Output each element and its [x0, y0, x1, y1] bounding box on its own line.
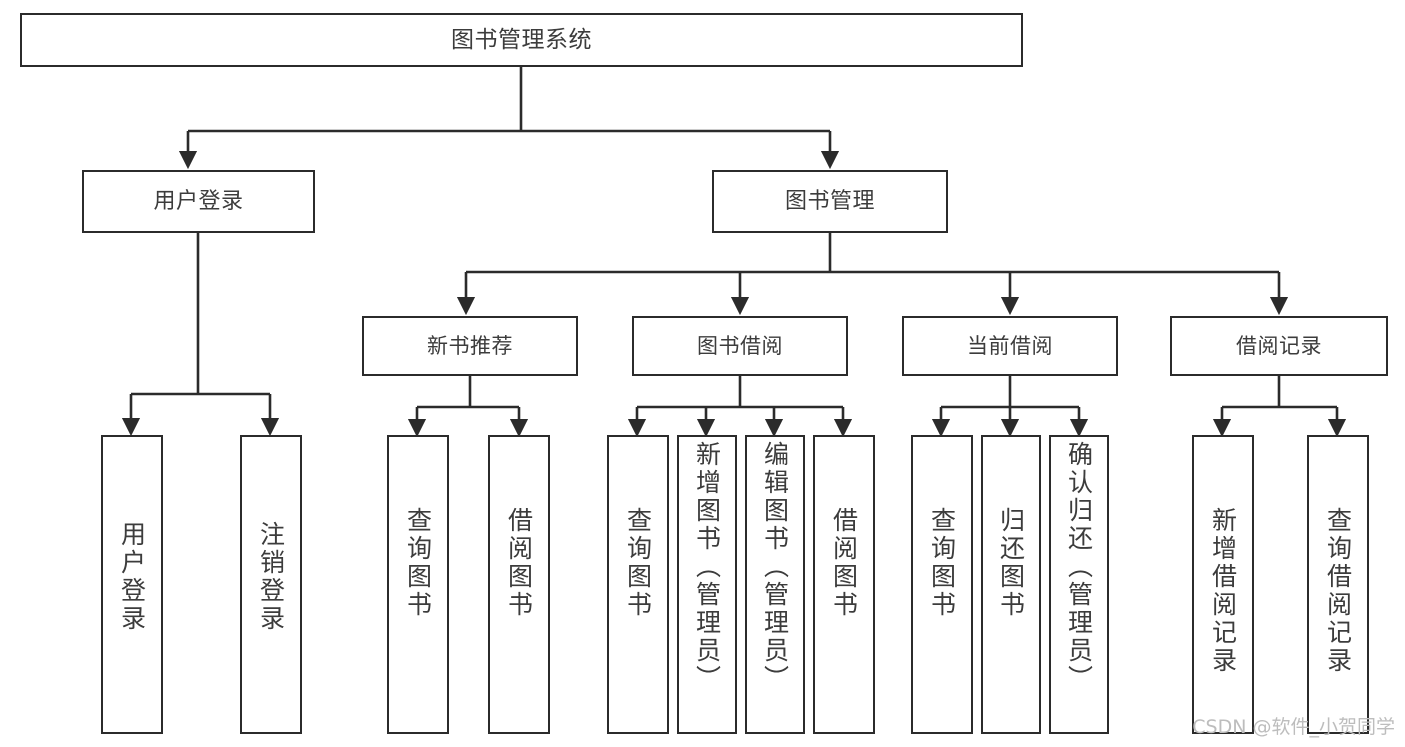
node-label: 新增图书（管理员）	[692, 441, 722, 693]
node-label: 借阅记录	[1236, 333, 1322, 358]
node-label: 用户登录	[153, 188, 244, 214]
node-label: 归还图书	[996, 507, 1026, 619]
node-current-borrow[interactable]: 当前借阅	[902, 316, 1118, 376]
leaf-query-borrow-record[interactable]: 查询借阅记录	[1307, 435, 1369, 734]
leaf-user-login[interactable]: 用户登录	[101, 435, 163, 734]
node-label: 图书管理系统	[451, 26, 592, 53]
node-label: 查询借阅记录	[1323, 507, 1353, 675]
node-root-system[interactable]: 图书管理系统	[20, 13, 1023, 67]
node-label: 当前借阅	[967, 333, 1053, 358]
leaf-query-book-recommend[interactable]: 查询图书	[387, 435, 449, 734]
node-user-login[interactable]: 用户登录	[82, 170, 315, 233]
leaf-add-borrow-record[interactable]: 新增借阅记录	[1192, 435, 1254, 734]
leaf-borrow-book-recommend[interactable]: 借阅图书	[488, 435, 550, 734]
node-label: 新增借阅记录	[1208, 507, 1238, 675]
node-label: 查询图书	[623, 507, 653, 619]
leaf-confirm-return-admin[interactable]: 确认归还（管理员）	[1049, 435, 1109, 734]
node-label: 确认归还（管理员）	[1064, 441, 1094, 693]
leaf-borrow-book[interactable]: 借阅图书	[813, 435, 875, 734]
node-label: 借阅图书	[829, 507, 859, 619]
node-label: 借阅图书	[504, 507, 534, 619]
leaf-return-book[interactable]: 归还图书	[981, 435, 1041, 734]
node-label: 注销登录	[256, 521, 286, 633]
node-label: 编辑图书（管理员）	[760, 441, 790, 693]
node-new-book-recommend[interactable]: 新书推荐	[362, 316, 578, 376]
leaf-add-book-admin[interactable]: 新增图书（管理员）	[677, 435, 737, 734]
leaf-query-book-current[interactable]: 查询图书	[911, 435, 973, 734]
node-label: 查询图书	[927, 507, 957, 619]
node-borrow-record[interactable]: 借阅记录	[1170, 316, 1388, 376]
leaf-logout[interactable]: 注销登录	[240, 435, 302, 734]
watermark-text: CSDN @软件_小贺同学	[1192, 716, 1395, 738]
node-label: 图书管理	[784, 188, 875, 214]
leaf-query-book-borrow[interactable]: 查询图书	[607, 435, 669, 734]
leaf-edit-book-admin[interactable]: 编辑图书（管理员）	[745, 435, 805, 734]
node-book-borrow[interactable]: 图书借阅	[632, 316, 848, 376]
node-label: 用户登录	[117, 521, 147, 633]
node-label: 查询图书	[403, 507, 433, 619]
node-label: 图书借阅	[697, 333, 783, 358]
node-label: 新书推荐	[427, 333, 513, 358]
node-book-management[interactable]: 图书管理	[712, 170, 948, 233]
